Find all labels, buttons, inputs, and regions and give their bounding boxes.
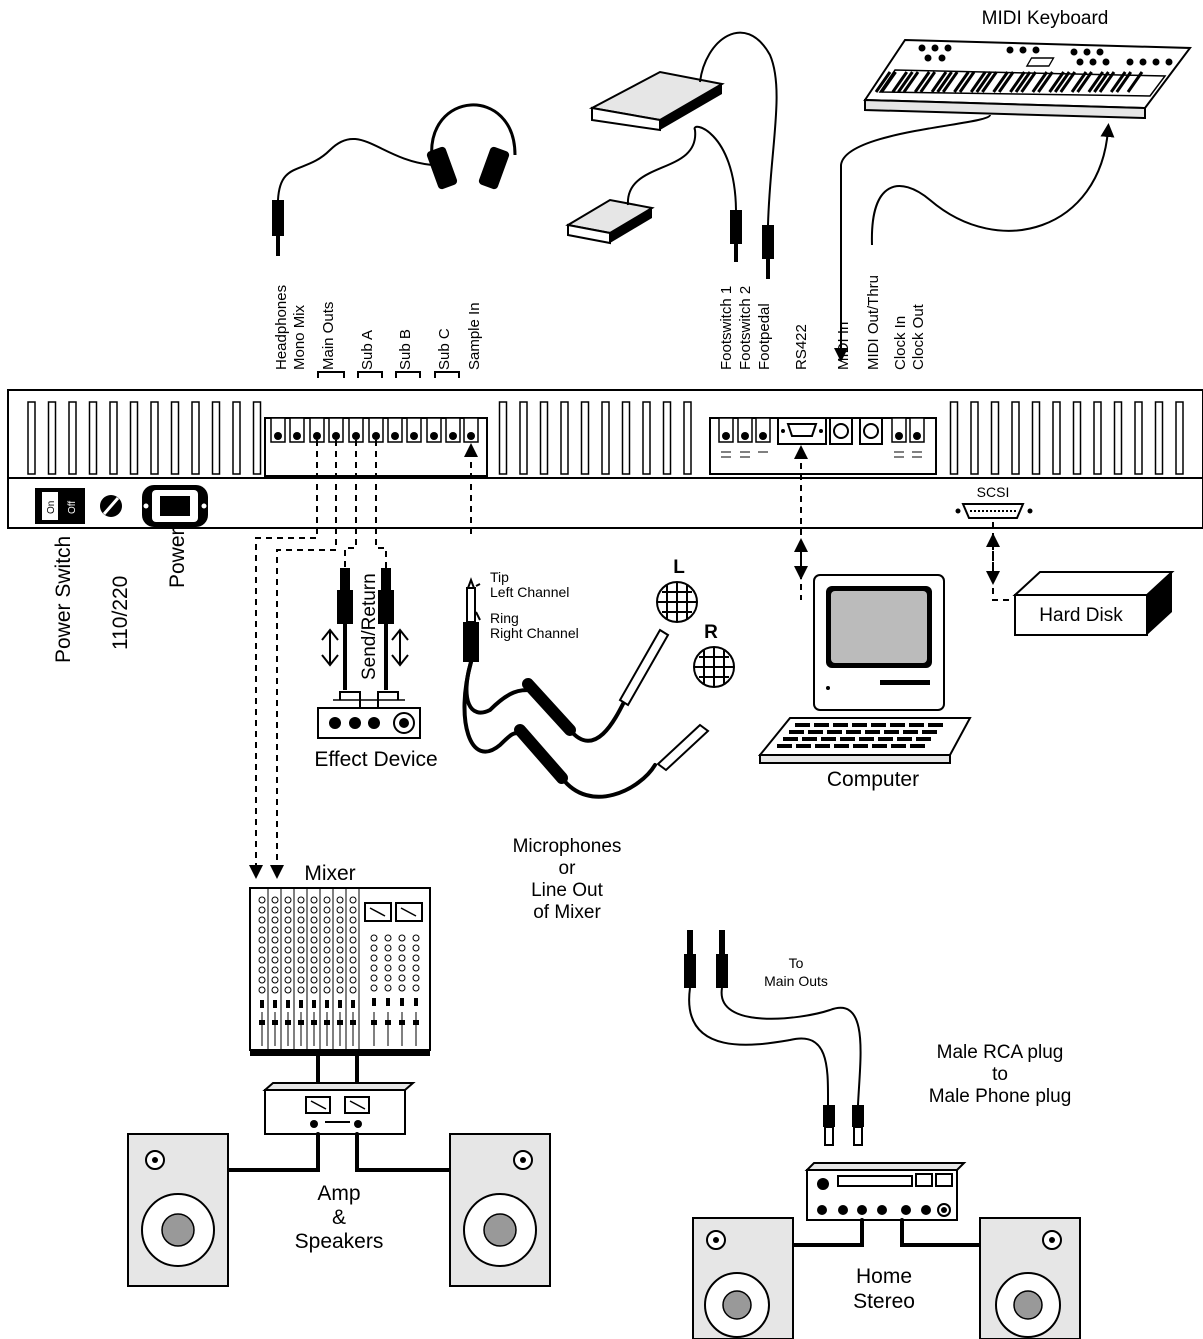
home-stereo-label: Home xyxy=(856,1265,912,1288)
amp-speakers-label: Amp xyxy=(317,1182,360,1205)
jack-label-clock-out: Clock Out xyxy=(910,303,927,370)
svg-text:Speakers: Speakers xyxy=(295,1230,384,1253)
vent-slots xyxy=(27,401,1184,475)
headphones xyxy=(272,103,517,256)
midi-in-port xyxy=(833,423,849,439)
effect-device: Send/Return Effect Device xyxy=(314,568,438,771)
svg-text:Tip: Tip xyxy=(490,569,509,585)
to-main-outs-label: To xyxy=(789,955,804,971)
computer: Computer xyxy=(757,574,972,791)
svg-text:Stereo: Stereo xyxy=(853,1290,915,1313)
rs422-port xyxy=(777,417,827,445)
scsi-label: SCSI xyxy=(977,484,1010,500)
hard-disk: Hard Disk xyxy=(1012,571,1175,636)
right-jacks xyxy=(718,417,925,458)
midi-keyboard-label: MIDI Keyboard xyxy=(982,8,1109,29)
left-jacks xyxy=(270,417,479,443)
jack-label-rs422: RS422 xyxy=(793,324,810,370)
scsi-port xyxy=(961,503,1025,519)
footpedal xyxy=(588,31,778,279)
svg-text:L: L xyxy=(673,557,685,578)
microphones: Tip Left Channel Ring Right Channel L R … xyxy=(462,557,735,923)
svg-text:Line Out: Line Out xyxy=(531,880,604,901)
svg-text:to: to xyxy=(992,1064,1008,1085)
jack-label-mono-mix: Mono Mix xyxy=(291,304,308,370)
power-switch-label: Power Switch xyxy=(52,536,75,663)
svg-text:Left Channel: Left Channel xyxy=(490,584,569,600)
rca-plug-label: Male RCA plug xyxy=(937,1042,1064,1063)
jack-label-footpedal: Footpedal xyxy=(756,303,773,370)
jack-label-footswitch-1: Footswitch 1 xyxy=(718,286,735,370)
power-label: Power xyxy=(166,528,189,588)
voltage-label: 110/220 xyxy=(109,576,132,650)
svg-text:On: On xyxy=(46,501,57,514)
svg-text:R: R xyxy=(704,622,718,643)
midi-keyboard: MIDI Keyboard xyxy=(834,8,1192,362)
jack-label-footswitch-2: Footswitch 2 xyxy=(737,286,754,370)
rear-panel: On Off SCSI xyxy=(7,389,1203,529)
jack-label-midi-out-thru: MIDI Out/Thru xyxy=(865,275,882,370)
jack-label-sub-b: Sub B xyxy=(397,329,414,370)
midi-out-port xyxy=(863,423,879,439)
jack-label-clock-in: Clock In xyxy=(892,316,909,370)
jack-label-midi-in: MIDI In xyxy=(835,322,852,370)
dashed-connections xyxy=(249,440,1020,879)
computer-label: Computer xyxy=(827,768,919,791)
footswitch xyxy=(565,125,742,262)
jack-labels: Headphones Mono Mix Main Outs Sub A Sub … xyxy=(273,275,927,378)
svg-text:or: or xyxy=(559,858,577,879)
jack-label-headphones: Headphones xyxy=(273,285,290,370)
svg-text:Male Phone plug: Male Phone plug xyxy=(929,1086,1072,1107)
jack-label-main-outs: Main Outs xyxy=(320,302,337,370)
send-return-label: Send/Return xyxy=(359,573,380,680)
mixer-label: Mixer xyxy=(304,862,355,885)
hard-disk-label: Hard Disk xyxy=(1039,605,1123,626)
jack-label-sample-in: Sample In xyxy=(466,302,483,370)
mixer: Mixer xyxy=(249,862,431,1090)
svg-text:Ring: Ring xyxy=(490,610,519,626)
svg-text:&: & xyxy=(332,1206,346,1229)
jack-label-sub-c: Sub C xyxy=(436,328,453,370)
microphones-label: Microphones xyxy=(513,836,622,857)
jack-label-sub-a: Sub A xyxy=(359,330,376,370)
amp-speakers: Amp & Speakers xyxy=(127,1082,551,1287)
svg-text:of Mixer: of Mixer xyxy=(533,902,601,923)
svg-text:Off: Off xyxy=(67,501,78,514)
effect-device-label: Effect Device xyxy=(314,748,437,771)
svg-text:Main Outs: Main Outs xyxy=(764,973,828,989)
home-stereo: To Main Outs Male RCA plug to Male Phone… xyxy=(684,930,1081,1339)
svg-text:Right Channel: Right Channel xyxy=(490,625,579,641)
